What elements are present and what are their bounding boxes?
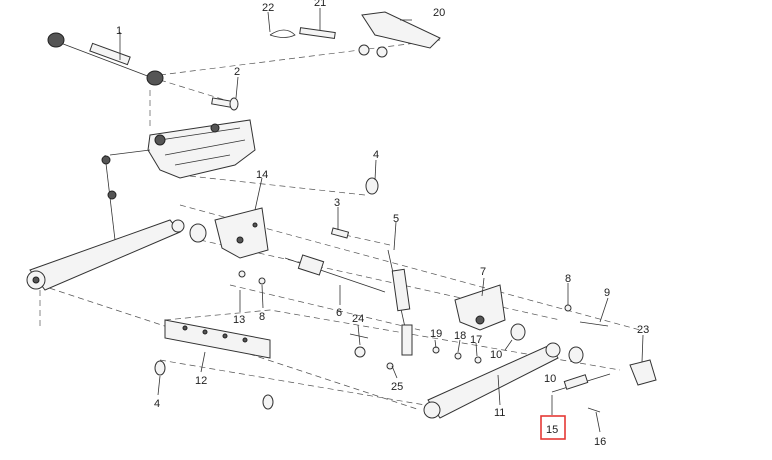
callout-22: 22 bbox=[262, 2, 274, 14]
part-clip-22 bbox=[269, 29, 296, 38]
callout-23: 23 bbox=[637, 324, 649, 336]
callout-12: 12 bbox=[195, 375, 207, 387]
part-right-lower-link-11 bbox=[423, 342, 561, 419]
callout-25: 25 bbox=[391, 381, 403, 393]
callout-20: 20 bbox=[433, 7, 445, 19]
callout-9: 9 bbox=[604, 287, 610, 299]
callout-1: 1 bbox=[116, 25, 122, 37]
part-lift-rods bbox=[101, 149, 151, 241]
part-bolt-3 bbox=[330, 227, 350, 239]
callout-17: 17 bbox=[470, 334, 482, 346]
callout-8a: 8 bbox=[565, 273, 571, 285]
callout-7: 7 bbox=[480, 266, 486, 278]
part-pin-2 bbox=[211, 97, 239, 111]
callout-3: 3 bbox=[334, 197, 340, 209]
callout-15: 15 bbox=[546, 424, 558, 436]
callout-18: 18 bbox=[454, 330, 466, 342]
part-bracket-7 bbox=[454, 284, 506, 331]
part-lift-rod-5 bbox=[387, 249, 413, 356]
callout-11: 11 bbox=[494, 407, 505, 419]
callout-14: 14 bbox=[256, 169, 268, 181]
part-bracket-20 bbox=[358, 11, 441, 58]
callout-2: 2 bbox=[234, 66, 240, 78]
leader-lines bbox=[119, 8, 644, 433]
callout-10b: 10 bbox=[544, 373, 556, 385]
callout-16: 16 bbox=[594, 436, 606, 448]
callout-4a: 4 bbox=[373, 149, 379, 161]
callout-6: 6 bbox=[336, 307, 342, 319]
part-turnbuckle-15 bbox=[551, 373, 611, 393]
callout-15-highlight bbox=[540, 415, 566, 440]
callout-24: 24 bbox=[352, 313, 364, 325]
callout-19: 19 bbox=[430, 328, 442, 340]
part-bracket-14 bbox=[214, 207, 269, 259]
part-top-link bbox=[47, 32, 164, 86]
callout-21: 21 bbox=[314, 0, 326, 9]
callout-4b: 4 bbox=[154, 398, 160, 410]
small-fasteners bbox=[154, 177, 609, 413]
part-pin-21 bbox=[299, 27, 336, 40]
callout-13: 13 bbox=[233, 314, 245, 326]
part-left-lower-link bbox=[26, 219, 185, 291]
part-cross-shaft-6 bbox=[284, 254, 386, 293]
callout-10a: 10 bbox=[490, 349, 502, 361]
part-hydraulic-housing bbox=[147, 119, 256, 179]
callout-labels: 1 2 3 4 4 5 6 7 8 8 9 10 10 11 12 13 14 … bbox=[116, 0, 649, 448]
part-bracket-23 bbox=[629, 359, 657, 386]
callout-5: 5 bbox=[393, 213, 399, 225]
part-stabilizer-12 bbox=[164, 319, 271, 359]
callout-8b: 8 bbox=[259, 311, 265, 323]
